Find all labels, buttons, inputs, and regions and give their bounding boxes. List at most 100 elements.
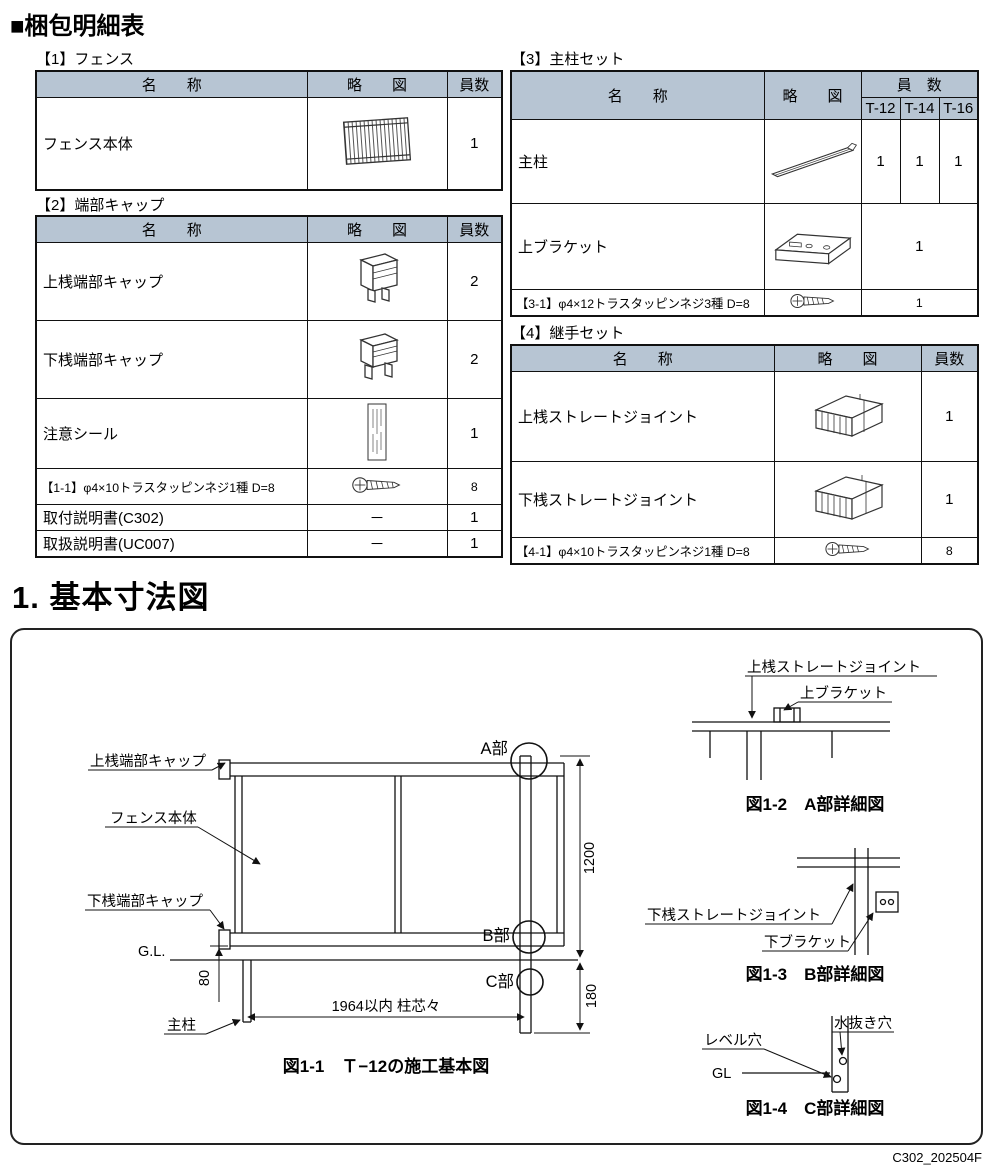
part-qty-t14: 1 — [899, 119, 940, 204]
dim-1964-label: 1964以内 柱芯々 — [332, 998, 441, 1015]
part-qty: 1 — [446, 530, 503, 558]
part-qty: 8 — [446, 468, 503, 505]
table-end-caps: 名 称 略 図 員数 上桟端部キャップ — [35, 215, 503, 558]
col-header-t14: T-14 — [899, 97, 940, 120]
table4-caption: 【4】継手セット — [511, 325, 625, 342]
part-name: 【3-1】φ4×12トラスタッピンネジ3種 D=8 — [510, 289, 765, 317]
top-joint-label: 上桟ストレートジョイント — [747, 659, 921, 676]
fig3-drawing — [797, 848, 900, 955]
top-end-cap-icon — [359, 252, 399, 303]
part-qty: 1 — [920, 461, 979, 538]
detail-callout-circles — [510, 742, 548, 996]
part-qty: 8 — [920, 537, 979, 565]
part-name: 下桟端部キャップ — [35, 320, 308, 399]
part-qty: 1 — [446, 504, 503, 531]
part-name: 取扱説明書(UC007) — [35, 530, 308, 558]
table-fence: 名 称 略 図 員数 フェンス本体 — [35, 70, 503, 191]
a-part-circle — [510, 742, 548, 780]
part-qty-t16: 1 — [938, 119, 979, 204]
table-row: フェンス本体 1 — [35, 97, 503, 190]
table-row: 取付説明書(C302) － 1 — [35, 504, 503, 531]
col-header-qty: 員 数 — [860, 70, 979, 98]
part-name: 注意シール — [35, 398, 308, 469]
b-part-circle — [512, 920, 546, 954]
col-header-t16: T-16 — [938, 97, 979, 120]
caution-sticker-icon — [367, 403, 387, 460]
screw-icon — [789, 293, 834, 309]
part-qty: 1 — [860, 289, 979, 317]
fig2-leaders — [745, 675, 937, 719]
col-header-qty: 員数 — [446, 215, 503, 243]
table-row: 下桟端部キャップ 2 — [35, 320, 503, 399]
b-part-label: B部 — [482, 926, 510, 945]
col-header-name: 名 称 — [35, 70, 308, 98]
part-qty-t12: 1 — [860, 119, 901, 204]
gl-label: GL — [712, 1066, 731, 1082]
part-qty: 2 — [446, 242, 503, 321]
table-row: 【3-1】φ4×12トラスタッピンネジ3種 D=8 1 — [510, 289, 979, 317]
col-header-sketch: 略 図 — [763, 70, 862, 120]
table-row: 注意シール 1 — [35, 398, 503, 469]
dim-1200-label: 1200 — [582, 842, 598, 874]
part-qty: 1 — [920, 371, 979, 462]
part-qty: 1 — [446, 97, 503, 190]
dim-180-label: 180 — [584, 984, 600, 1008]
part-qty: 1 — [860, 203, 979, 290]
fig2-labels: 上桟ストレートジョイント 上ブラケット 図1-2 A部詳細図 — [746, 659, 921, 814]
col-header-t12: T-12 — [860, 97, 901, 120]
c-part-circle — [516, 968, 544, 996]
fig4-caption: 図1-4 C部詳細図 — [746, 1098, 885, 1118]
post-icon — [770, 142, 857, 177]
top-joint-icon — [813, 393, 884, 437]
fig4-labels: レベル穴 水抜き穴 GL 図1-4 C部詳細図 — [704, 1015, 892, 1118]
part-name: 上ブラケット — [510, 203, 765, 290]
top-bracket-label: 上ブラケット — [800, 684, 887, 702]
a-part-label: A部 — [480, 739, 508, 758]
part-name: 上桟端部キャップ — [35, 242, 308, 321]
part-name: 【1-1】φ4×10トラスタッピンネジ1種 D=8 — [35, 468, 308, 505]
fence-panel-icon — [342, 117, 412, 166]
fig4-leaders — [702, 1031, 894, 1078]
top-bracket-icon — [773, 233, 852, 265]
post-label: 主柱 — [167, 1017, 196, 1034]
screw-icon — [824, 541, 869, 557]
part-qty: 2 — [446, 320, 503, 399]
top-cap-label: 上桟端部キャップ — [90, 753, 206, 770]
col-header-qty: 員数 — [920, 344, 979, 372]
no-sketch-dash: － — [306, 530, 448, 558]
c-part-label: C部 — [486, 972, 514, 991]
table3-caption: 【3】主柱セット — [511, 51, 625, 68]
no-sketch-dash: － — [306, 504, 448, 531]
fig3-caption: 図1-3 B部詳細図 — [746, 964, 885, 984]
fig4-drawing — [742, 1016, 849, 1093]
table2-caption: 【2】端部キャップ — [36, 197, 165, 214]
table-row: 【1-1】φ4×10トラスタッピンネジ1種 D=8 8 — [35, 468, 503, 505]
col-header-sketch: 略 図 — [773, 344, 922, 372]
bottom-cap-label: 下桟端部キャップ — [87, 893, 203, 910]
fig1-caption: 図1-1 Ｔ−12の施工基本図 — [283, 1056, 489, 1076]
col-header-name: 名 称 — [510, 70, 765, 120]
table-row: 上桟端部キャップ 2 — [35, 242, 503, 321]
bottom-joint-icon — [813, 474, 884, 520]
table-main-post: 名 称 略 図 員 数 T-12 T-14 T-16 主柱 1 1 1 上ブラケ… — [510, 70, 980, 317]
col-header-sketch: 略 図 — [306, 70, 448, 98]
fig1-fence-drawing — [170, 755, 578, 1034]
dimension-diagram: 上桟端部キャップ フェンス本体 下桟端部キャップ G.L. 主柱 A部 B部 C… — [85, 659, 937, 1118]
col-header-qty: 員数 — [446, 70, 503, 98]
fig1-label-leaders — [85, 762, 261, 1035]
fig1-labels: 上桟端部キャップ フェンス本体 下桟端部キャップ G.L. 主柱 A部 B部 C… — [87, 739, 600, 1076]
page-title: ■梱包明細表 — [10, 13, 145, 40]
screw-icon — [352, 477, 401, 493]
col-header-name: 名 称 — [35, 215, 308, 243]
fig3-leaders — [645, 883, 874, 952]
gl-label: G.L. — [138, 944, 165, 960]
part-name: 取付説明書(C302) — [35, 504, 308, 531]
fig1-dimension-lines — [210, 755, 590, 1034]
part-name: 【4-1】φ4×10トラスタッピンネジ1種 D=8 — [510, 537, 775, 565]
table-row: 上ブラケット 1 — [510, 203, 979, 290]
section-title: 1. 基本寸法図 — [12, 580, 210, 615]
drain-hole-label: 水抜き穴 — [834, 1015, 892, 1032]
table1-caption: 【1】フェンス — [36, 51, 135, 68]
col-header-sketch: 略 図 — [306, 215, 448, 243]
